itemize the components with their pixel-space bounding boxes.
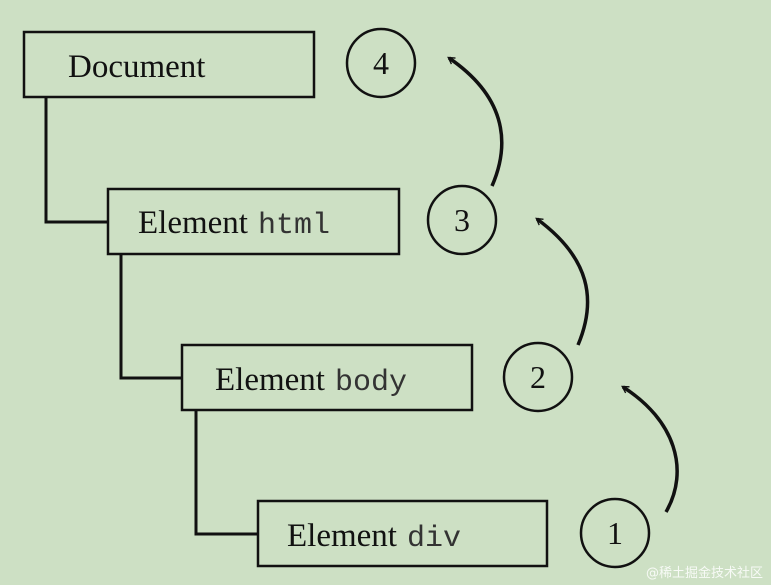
arrow-1-to-2 [621, 385, 679, 513]
connector-html-body [119, 254, 182, 380]
step-3-label: 3 [454, 202, 470, 238]
step-2-label: 2 [530, 359, 546, 395]
connector-document-html [44, 97, 108, 224]
bubble-arrows [447, 56, 679, 513]
tree-connectors [44, 97, 258, 536]
node-body: Element body [180, 343, 474, 412]
step-4: 4 [345, 27, 417, 99]
node-document-label: Document [68, 49, 205, 85]
node-body-tag: body [335, 366, 407, 400]
node-div-tag: div [407, 522, 461, 556]
node-html: Element html [106, 187, 401, 256]
arrow-3-to-4 [447, 56, 504, 187]
step-3: 3 [426, 184, 498, 256]
step-4-label: 4 [373, 45, 389, 81]
node-body-label: Element [215, 362, 325, 398]
arrow-2-to-3 [535, 217, 590, 346]
node-div-label: Element [287, 518, 397, 554]
connector-body-div [194, 410, 258, 536]
step-1: 1 [579, 497, 651, 569]
node-html-tag: html [258, 209, 330, 243]
node-html-label: Element [138, 205, 248, 241]
node-document: Document [22, 30, 316, 99]
watermark: @稀土掘金技术社区 [645, 566, 763, 581]
step-2: 2 [502, 341, 574, 413]
step-1-label: 1 [607, 515, 623, 551]
node-div: Element div [256, 499, 549, 568]
